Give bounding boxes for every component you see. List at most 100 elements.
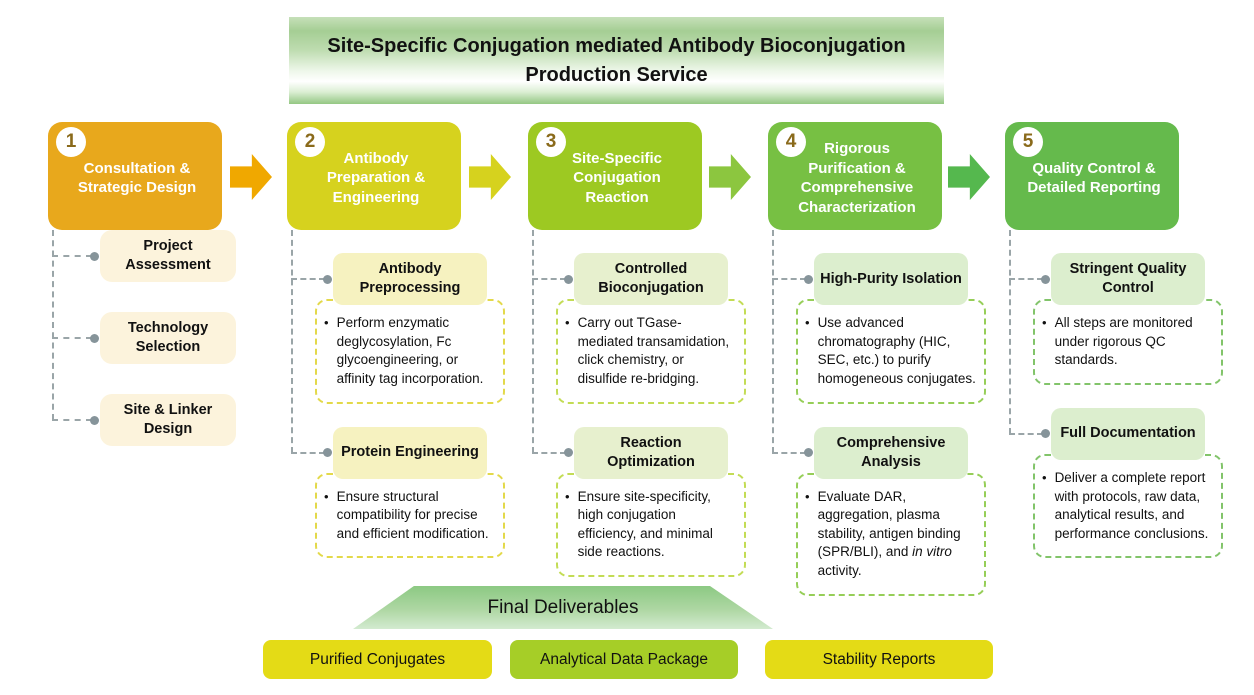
deliverable-analytical-data-package: Analytical Data Package [510,640,738,679]
step-4-title: Rigorous Purification & Comprehensive Ch… [798,140,916,216]
detail-text: Ensure site-specificity, high conjugatio… [577,488,713,560]
detail-text-part: Evaluate DAR, aggregation, plasma stabil… [817,488,961,560]
detail-box: • Evaluate DAR, aggregation, plasma stab… [796,472,986,596]
connector-dot [1041,429,1050,439]
step-1-number: 1 [65,131,77,152]
connector-line [291,230,293,453]
detail-text: Use advanced chromatography (HIC, SEC, e… [817,315,976,386]
sub-step-label: Full Documentation [1051,407,1205,460]
connector-dot [90,415,99,425]
connector-line [532,230,534,453]
detail-text: Perform enzymatic deglycosylation, Fc gl… [336,315,484,386]
sub-step-reaction-optimization: Reaction Optimization • Ensure site-spec… [556,426,746,577]
sub-step-stringent-quality-control: Stringent Quality Control • All steps ar… [1033,253,1223,385]
connector-dot [323,274,332,284]
step-5-number: 5 [1022,131,1034,152]
sub-step-protein-engineering: Protein Engineering • Ensure structural … [315,426,505,559]
connector-line [532,278,566,280]
bullet-marker: • [805,488,810,504]
detail-text: All steps are monitored under rigorous Q… [1054,315,1193,368]
sub-step-label: Protein Engineering [333,426,487,479]
sub-step-project-assessment: Project Assessment [100,230,236,282]
connector-dot [1041,274,1050,284]
detail-box: • Deliver a complete report with protoco… [1033,453,1223,559]
bullet-marker: • [324,315,329,330]
sub-step-label: Reaction Optimization [574,426,728,479]
connector-line [532,451,566,454]
sub-step-label: Controlled Bioconjugation [574,253,728,305]
sub-step-label: High-Purity Isolation [814,253,968,305]
detail-box: • Carry out TGase-mediated transamidatio… [556,299,746,404]
step-column-3: 3 Site-Specific Conjugation Reaction Con… [528,122,746,577]
detail-text: Carry out TGase-mediated transamidation,… [577,315,730,386]
sub-step-site-linker-design: Site & Linker Design [100,394,236,446]
deliverable-purified-conjugates: Purified Conjugates [263,640,492,679]
detail-text: Ensure structural compatibility for prec… [336,488,489,541]
connector-line [772,230,774,453]
step-3-title: Site-Specific Conjugation Reaction [571,149,663,206]
connector-line [772,278,806,280]
sub-step-label: Antibody Preprocessing [333,253,487,305]
bullet-marker: • [565,315,570,330]
sub-step-high-purity-isolation: High-Purity Isolation • Use advanced chr… [796,253,986,404]
step-3-header: 3 Site-Specific Conjugation Reaction [528,122,702,230]
connector-dot [804,274,813,284]
step-4-number: 4 [785,131,797,152]
connector-dot [323,448,332,457]
bullet-marker: • [565,488,570,504]
bullet-marker: • [1042,315,1047,330]
step-1-number-badge: 1 [56,127,86,157]
bullet-marker: • [805,315,810,330]
connector-line [1009,278,1043,280]
step-2-number-badge: 2 [295,127,325,157]
step-5-header: 5 Quality Control & Detailed Reporting [1005,122,1179,230]
step-1-header: 1 Consultation & Strategic Design [48,122,222,230]
connector-dot [564,274,573,284]
step-3-number-badge: 3 [536,127,566,157]
sub-step-full-documentation: Full Documentation • Deliver a complete … [1033,407,1223,559]
diagram-title: Site-Specific Conjugation mediated Antib… [327,34,906,86]
detail-box: • Use advanced chromatography (HIC, SEC,… [796,299,986,404]
sub-step-antibody-preprocessing: Antibody Preprocessing • Perform enzymat… [315,253,505,404]
connector-dot [90,333,99,343]
step-column-2: 2 Antibody Preparation & Engineering Ant… [287,122,505,559]
step-1-title: Consultation & Strategic Design [77,159,197,197]
connector-line [291,451,325,454]
connector-line [52,419,92,421]
sub-step-label: Stringent Quality Control [1051,253,1205,305]
step-2-header: 2 Antibody Preparation & Engineering [287,122,461,230]
connector-line [1009,432,1043,435]
connector-line [52,337,92,339]
sub-step-label: Comprehensive Analysis [814,426,968,479]
connector-dot [804,448,813,457]
bullet-marker: • [1042,469,1047,485]
detail-box: • Ensure structural compatibility for pr… [315,472,505,559]
step-5-title: Quality Control & Detailed Reporting [1027,159,1161,197]
step-2-number: 2 [304,131,316,152]
detail-box: • All steps are monitored under rigorous… [1033,299,1223,385]
bullet-marker: • [324,488,329,504]
sub-step-controlled-bioconjugation: Controlled Bioconjugation • Carry out TG… [556,253,746,404]
connector-line [291,278,325,280]
connector-dot [90,251,99,261]
final-deliverables-banner: Final Deliverables [353,586,773,629]
detail-text-italic: in vitro [912,544,952,560]
step-4-number-badge: 4 [776,127,806,157]
detail-box: • Ensure site-specificity, high conjugat… [556,472,746,577]
step-column-4: 4 Rigorous Purification & Comprehensive … [768,122,986,596]
final-deliverables-title: Final Deliverables [487,596,639,618]
connector-line [52,255,92,257]
title-banner: Site-Specific Conjugation mediated Antib… [289,17,944,104]
step-column-5: 5 Quality Control & Detailed Reporting S… [1005,122,1223,559]
connector-dot [564,448,573,457]
detail-text: Evaluate DAR, aggregation, plasma stabil… [818,488,976,581]
step-3-number: 3 [545,131,557,152]
step-5-number-badge: 5 [1013,127,1043,157]
step-2-title: Antibody Preparation & Engineering [326,149,426,206]
step-column-1: 1 Consultation & Strategic Design Projec… [48,122,266,446]
step-4-header: 4 Rigorous Purification & Comprehensive … [768,122,942,230]
detail-box: • Perform enzymatic deglycosylation, Fc … [315,299,505,404]
sub-step-technology-selection: Technology Selection [100,312,236,364]
detail-text-part: activity. [817,563,862,578]
